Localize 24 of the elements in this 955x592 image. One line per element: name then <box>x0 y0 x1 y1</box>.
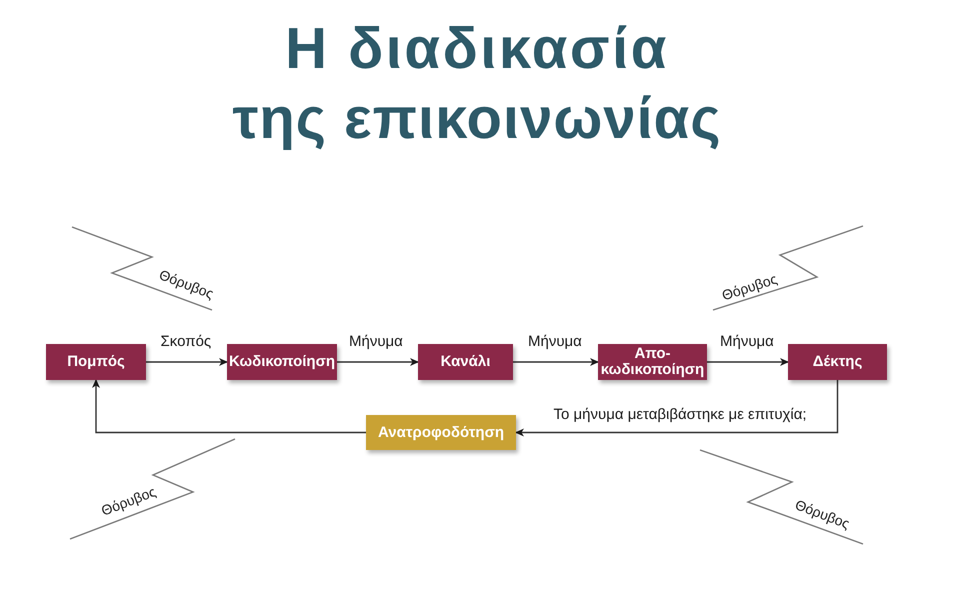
box-label: Δέκτης <box>812 354 862 370</box>
process-box <box>46 344 146 380</box>
arrow <box>515 380 838 436</box>
box-label: Κανάλι <box>440 354 490 370</box>
edge-label: Μήνυμα <box>528 333 582 351</box>
edge-label: Σκοπός <box>160 333 212 351</box>
arrow <box>707 358 789 366</box>
process-box <box>418 344 513 380</box>
edge-label: Μήνυμα <box>349 333 403 351</box>
arrow <box>146 358 228 366</box>
edge-label: Το μήνυμα μεταβιβάστηκε με επιτυχία; <box>554 406 807 424</box>
box-label: Κωδικοποίηση <box>228 354 336 370</box>
arrow <box>513 358 599 366</box>
box-label: Ανατροφοδότηση <box>378 424 504 440</box>
process-box <box>227 344 337 380</box>
noise-label: Θόρυβος <box>719 270 778 304</box>
feedback-box <box>366 415 516 450</box>
process-box <box>788 344 887 380</box>
box-label: Απο- κωδικοποίηση <box>600 346 706 378</box>
diagram-title: Η διαδικασία της επικοινωνίας <box>231 15 723 153</box>
arrow <box>337 358 419 366</box>
edge-label: Μήνυμα <box>720 333 774 351</box>
arrow <box>92 379 366 434</box>
box-label: Πομπός <box>67 354 125 370</box>
